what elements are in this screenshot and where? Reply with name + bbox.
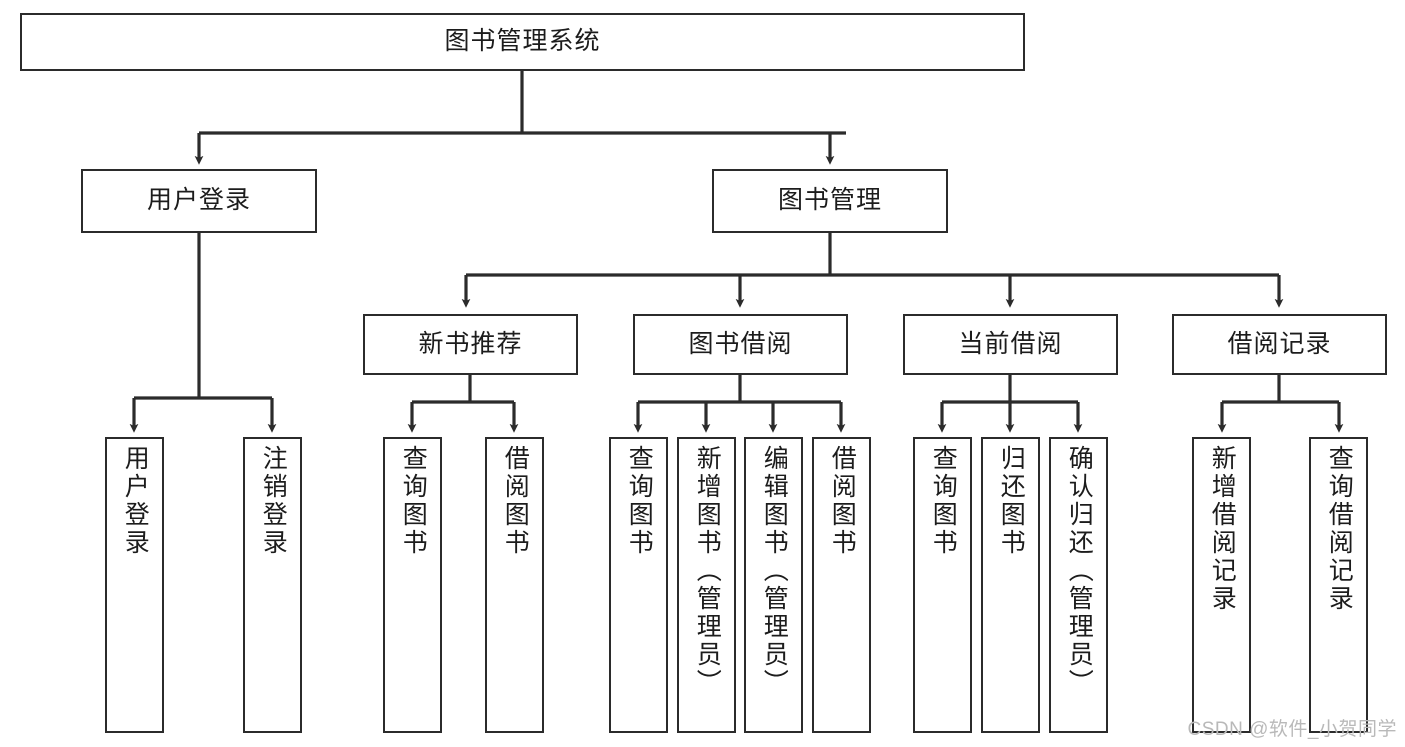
node-label: 查询借阅记录 xyxy=(1325,445,1354,613)
node-label: 图书管理系统 xyxy=(444,27,601,56)
node-label: 图书借阅 xyxy=(688,329,793,358)
leaf-edit-book-admin[interactable]: 编辑图书（管理员） xyxy=(744,437,803,733)
leaf-query-book-borrow[interactable]: 查询图书 xyxy=(609,437,668,733)
node-borrow-record[interactable]: 借阅记录 xyxy=(1172,314,1387,375)
node-current-borrow[interactable]: 当前借阅 xyxy=(903,314,1118,375)
node-user-login[interactable]: 用户登录 xyxy=(81,169,317,233)
leaf-query-book-recommend[interactable]: 查询图书 xyxy=(383,437,442,733)
node-label: 注销登录 xyxy=(259,445,288,557)
node-new-book-recommend[interactable]: 新书推荐 xyxy=(363,314,578,375)
leaf-confirm-return-admin[interactable]: 确认归还（管理员） xyxy=(1049,437,1108,733)
node-root-book-management-system[interactable]: 图书管理系统 xyxy=(20,13,1025,71)
node-book-borrow[interactable]: 图书借阅 xyxy=(633,314,848,375)
leaf-return-book[interactable]: 归还图书 xyxy=(981,437,1040,733)
csdn-watermark: CSDN @软件_小贺同学 xyxy=(1187,719,1397,740)
node-label: 借阅记录 xyxy=(1227,329,1332,358)
node-label: 用户登录 xyxy=(146,186,251,215)
node-label: 查询图书 xyxy=(625,445,654,557)
node-label: 查询图书 xyxy=(399,445,428,557)
leaf-add-book-admin[interactable]: 新增图书（管理员） xyxy=(677,437,736,733)
leaf-borrow-book-recommend[interactable]: 借阅图书 xyxy=(485,437,544,733)
leaf-borrow-book[interactable]: 借阅图书 xyxy=(812,437,871,733)
node-label: 借阅图书 xyxy=(828,445,857,557)
node-label: 当前借阅 xyxy=(958,329,1063,358)
node-label: 用户登录 xyxy=(121,445,150,557)
leaf-query-book-current[interactable]: 查询图书 xyxy=(913,437,972,733)
node-label: 归还图书 xyxy=(997,445,1026,557)
node-label: 借阅图书 xyxy=(501,445,530,557)
node-label: 编辑图书（管理员） xyxy=(760,445,789,697)
leaf-user-login[interactable]: 用户登录 xyxy=(105,437,164,733)
leaf-add-borrow-record[interactable]: 新增借阅记录 xyxy=(1192,437,1251,733)
node-label: 新书推荐 xyxy=(418,329,523,358)
node-label: 新增图书（管理员） xyxy=(693,445,722,697)
node-label: 查询图书 xyxy=(929,445,958,557)
leaf-logout-login[interactable]: 注销登录 xyxy=(243,437,302,733)
node-label: 新增借阅记录 xyxy=(1208,445,1237,613)
leaf-query-borrow-record[interactable]: 查询借阅记录 xyxy=(1309,437,1368,733)
node-book-management[interactable]: 图书管理 xyxy=(712,169,948,233)
node-label: 图书管理 xyxy=(777,186,882,215)
node-label: 确认归还（管理员） xyxy=(1065,445,1094,697)
